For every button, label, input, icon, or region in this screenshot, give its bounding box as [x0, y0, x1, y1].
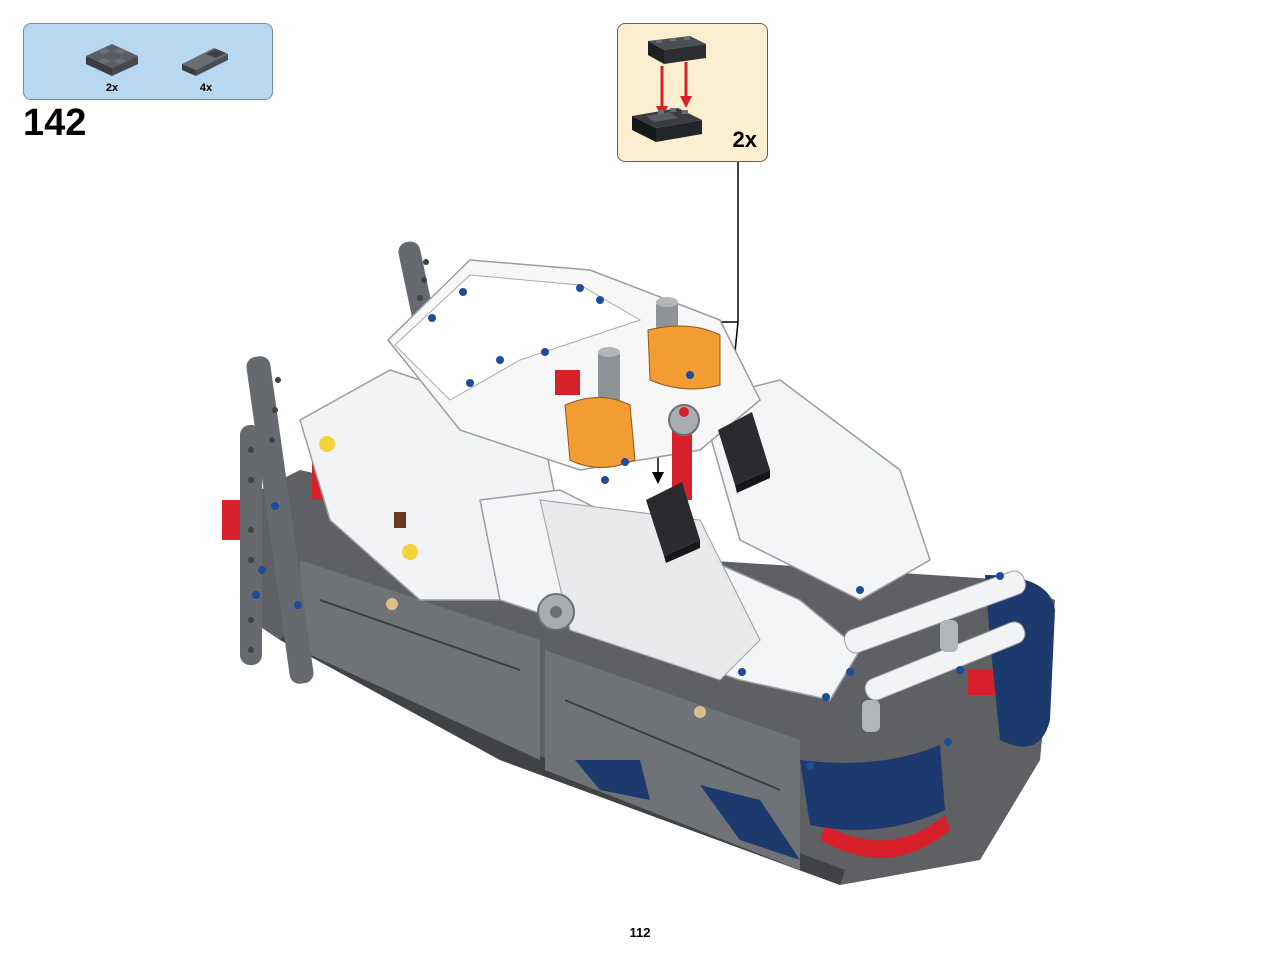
dark-gray-plate-2x2-icon — [86, 44, 138, 76]
black-slope-assembly-icon — [632, 36, 706, 142]
parts-list-box: 2x 4x — [23, 23, 273, 100]
dark-gray-slope-tile-icon — [182, 48, 228, 76]
subassembly-callout: 2x — [617, 23, 768, 162]
parts-list-item: 4x — [176, 34, 236, 96]
subassembly-quantity: 2x — [732, 127, 757, 152]
step-number: 142 — [23, 102, 87, 144]
part-quantity: 4x — [199, 82, 213, 94]
page-number: 112 — [629, 925, 651, 940]
parts-list-item: 2x — [82, 34, 142, 96]
part-quantity: 2x — [105, 82, 119, 94]
